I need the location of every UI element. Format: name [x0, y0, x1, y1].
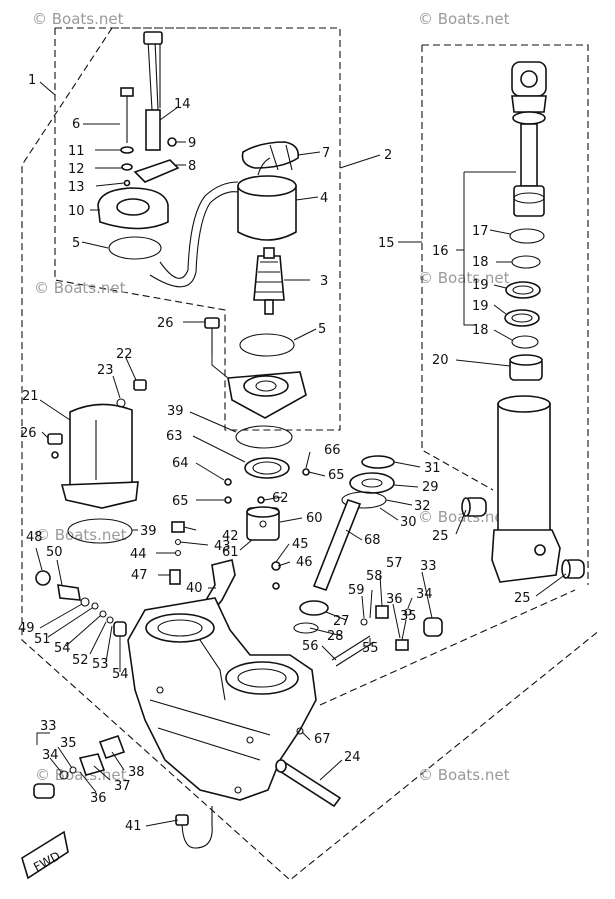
callout-33: 33 [40, 719, 57, 734]
callout-17: 17 [472, 224, 489, 239]
callout-23: 23 [97, 363, 114, 378]
callout-59: 59 [348, 583, 365, 598]
callout-30: 30 [400, 515, 417, 530]
watermark-text: © Boats.net [35, 526, 127, 544]
callout-57: 57 [386, 556, 403, 571]
callout-38: 38 [128, 765, 145, 780]
callout-26: 26 [20, 426, 37, 441]
callout-11: 11 [68, 144, 85, 159]
watermark-text: © Boats.net [35, 766, 127, 784]
callout-65: 65 [172, 494, 189, 509]
callout-48: 48 [26, 530, 43, 545]
callout-22: 22 [116, 347, 133, 362]
pump-housing [33, 597, 342, 849]
callout-9: 9 [188, 136, 196, 151]
callout-42: 42 [222, 529, 239, 544]
callout-7: 7 [322, 146, 330, 161]
callout-52: 52 [72, 653, 89, 668]
callout-63: 63 [166, 429, 183, 444]
callout-15: 15 [378, 236, 395, 251]
callout-21: 21 [22, 389, 39, 404]
watermark-text: © Boats.net [418, 508, 510, 526]
callout-44: 44 [130, 547, 147, 562]
callout-34: 34 [42, 748, 59, 763]
callout-12: 12 [68, 162, 85, 177]
motor-assembly [97, 31, 307, 419]
callout-40: 40 [186, 581, 203, 596]
callout-1: 1 [28, 73, 36, 88]
callout-60: 60 [306, 511, 323, 526]
callout-45: 45 [292, 537, 309, 552]
leader-lines [35, 81, 567, 827]
callout-2: 2 [384, 148, 392, 163]
callout-64: 64 [172, 456, 189, 471]
fwd-arrow: FWD [21, 830, 69, 880]
callout-54: 54 [54, 641, 71, 656]
callout-46: 46 [296, 555, 313, 570]
tilt-cylinder [461, 61, 585, 583]
watermarks: © Boats.net © Boats.net © Boats.net © Bo… [32, 10, 510, 784]
callout-13: 13 [68, 180, 85, 195]
callout-47: 47 [131, 568, 148, 583]
callout-18: 18 [472, 255, 489, 270]
callout-55: 55 [362, 641, 379, 656]
pump-assembly [35, 379, 443, 667]
callout-8: 8 [188, 159, 196, 174]
callout-41: 41 [125, 819, 142, 834]
callout-27: 27 [333, 614, 350, 629]
callout-33: 33 [420, 559, 437, 574]
callout-39: 39 [167, 404, 184, 419]
callout-65: 65 [328, 468, 345, 483]
callout-4: 4 [320, 191, 328, 206]
watermark-text: © Boats.net [418, 766, 510, 784]
callout-37: 37 [114, 779, 131, 794]
callout-49: 49 [18, 621, 35, 636]
callout-numbers: 1 2 3 4 5 5 6 7 8 9 10 11 12 13 14 15 16… [18, 73, 531, 834]
callout-58: 58 [366, 569, 383, 584]
callout-3: 3 [320, 274, 328, 289]
callout-50: 50 [46, 545, 63, 560]
callout-35: 35 [400, 609, 417, 624]
callout-36: 36 [90, 791, 107, 806]
callout-25: 25 [432, 529, 449, 544]
callout-18: 18 [472, 323, 489, 338]
callout-29: 29 [422, 480, 439, 495]
callout-19: 19 [472, 278, 489, 293]
callout-36: 36 [386, 592, 403, 607]
dashed-frames [21, 27, 601, 881]
callout-66: 66 [324, 443, 341, 458]
callout-51: 51 [34, 632, 51, 647]
callout-32: 32 [414, 499, 431, 514]
callout-16: 16 [432, 244, 449, 259]
callout-6: 6 [72, 117, 80, 132]
callout-24: 24 [344, 750, 361, 765]
callout-61: 61 [222, 545, 239, 560]
callout-67: 67 [314, 732, 331, 747]
callout-62: 62 [272, 491, 289, 506]
callout-35: 35 [60, 736, 77, 751]
callout-5: 5 [72, 236, 80, 251]
callout-68: 68 [364, 533, 381, 548]
callout-25: 25 [514, 591, 531, 606]
callout-39: 39 [140, 524, 157, 539]
callout-34: 34 [416, 587, 433, 602]
callout-10: 10 [68, 204, 85, 219]
callout-20: 20 [432, 353, 449, 368]
callout-26: 26 [157, 316, 174, 331]
callout-54: 54 [112, 667, 129, 682]
callout-28: 28 [327, 629, 344, 644]
callout-19: 19 [472, 299, 489, 314]
callout-31: 31 [424, 461, 441, 476]
watermark-text: © Boats.net [34, 279, 126, 297]
callout-56: 56 [302, 639, 319, 654]
callout-14: 14 [174, 97, 191, 112]
callout-53: 53 [92, 657, 109, 672]
watermark-text: © Boats.net [32, 10, 124, 28]
callout-5: 5 [318, 322, 326, 337]
callout-43: 43 [214, 539, 231, 554]
watermark-text: © Boats.net [418, 10, 510, 28]
